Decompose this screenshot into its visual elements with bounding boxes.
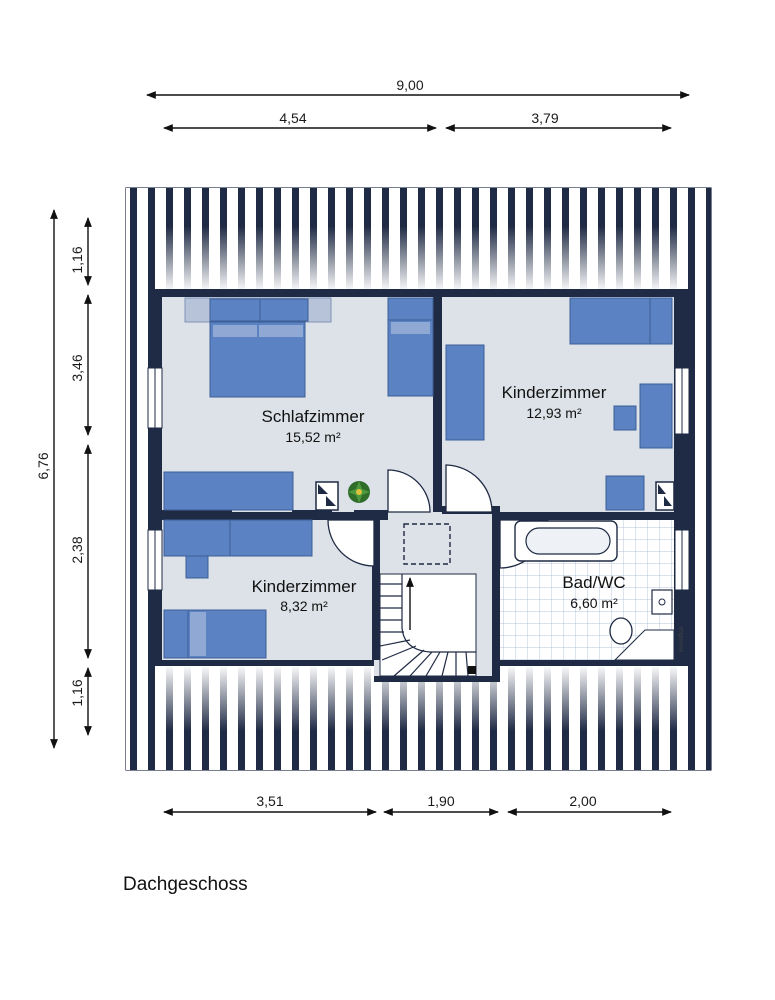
room-labels: Schlafzimmer 15,52 m² Kinderzimmer 12,93… [252, 383, 626, 614]
room-name-bad: Bad/WC [562, 573, 625, 592]
wardrobe [163, 471, 294, 511]
room-area-schlafzimmer: 15,52 m² [285, 429, 341, 445]
room-name-kinderzimmer-2: Kinderzimmer [252, 577, 357, 596]
dim-label-top-total: 9,00 [396, 77, 423, 93]
dim-label-bottom-3: 2,00 [569, 793, 596, 809]
dimension-bottom-2: 1,90 [383, 793, 499, 816]
door-kinderzimmer-1 [445, 464, 493, 513]
dimension-top-total: 9,00 [146, 77, 690, 99]
logo-text: immoffice [679, 626, 685, 652]
dimension-bottom-3: 2,00 [507, 793, 672, 816]
dimension-bottom-1: 3,51 [163, 793, 377, 816]
kids-desk [639, 383, 673, 449]
door-schlafzimmer [387, 469, 431, 513]
furniture-kinderzimmer-2 [163, 519, 313, 659]
dim-label-left-3: 2,38 [69, 536, 85, 563]
staircase [379, 523, 477, 677]
dimension-left-3: 2,38 [69, 444, 92, 659]
dimension-left-1: 1,16 [69, 217, 92, 286]
kids-wardrobe [445, 344, 485, 441]
toilet [609, 617, 633, 645]
dim-label-left-1: 1,16 [69, 246, 85, 273]
dimension-left-4: 1,16 [69, 667, 92, 736]
furniture-schlafzimmer [163, 297, 434, 511]
dim-label-top-left: 4,54 [279, 110, 306, 126]
dimension-top-left: 4,54 [163, 110, 437, 132]
dimension-left-total: 6,76 [35, 209, 58, 749]
room-name-schlafzimmer: Schlafzimmer [262, 407, 365, 426]
room-area-kinderzimmer-2: 8,32 m² [280, 598, 328, 614]
dim-label-left-total: 6,76 [35, 452, 51, 479]
bathroom-fixtures: immoffice [514, 520, 685, 661]
floor-title: Dachgeschoss [123, 874, 248, 895]
dim-label-bottom-2: 1,90 [427, 793, 454, 809]
room-area-kinderzimmer-1: 12,93 m² [526, 405, 582, 421]
dim-label-left-4: 1,16 [69, 679, 85, 706]
furniture-kinderzimmer-1 [445, 297, 675, 511]
dim-label-top-right: 3,79 [531, 110, 558, 126]
washbasin [651, 589, 673, 615]
dim-label-left-2: 3,46 [69, 354, 85, 381]
kids-bed [569, 297, 651, 345]
kids2-desk [229, 519, 313, 557]
dim-label-bottom-1: 3,51 [256, 793, 283, 809]
dimension-left-2: 3,46 [69, 294, 92, 436]
room-name-kinderzimmer-1: Kinderzimmer [502, 383, 607, 402]
windows [147, 367, 690, 591]
room-area-bad: 6,60 m² [570, 595, 618, 611]
door-kinderzimmer-2 [327, 519, 375, 567]
plant-icon [348, 481, 370, 503]
dimension-top-right: 3,79 [445, 110, 672, 132]
attic-hatch [403, 523, 451, 565]
